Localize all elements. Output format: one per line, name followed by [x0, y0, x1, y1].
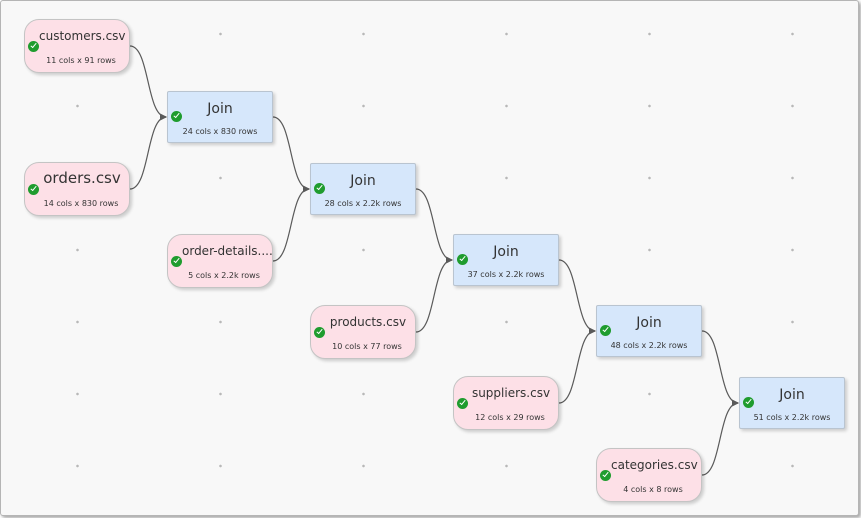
node-info: 4 cols x 8 rows: [623, 485, 683, 494]
node-orders-csv[interactable]: orders.csv 14 cols x 830 rows: [24, 162, 130, 216]
node-customers-csv[interactable]: customers.csv 11 cols x 91 rows: [24, 19, 130, 73]
node-title: Join: [207, 101, 233, 117]
node-title: products.csv: [329, 315, 407, 329]
node-title: Join: [636, 315, 662, 331]
node-info: 10 cols x 77 rows: [332, 342, 402, 351]
node-categories-csv[interactable]: categories.csv 4 cols x 8 rows: [596, 448, 702, 502]
node-info: 11 cols x 91 rows: [46, 56, 116, 65]
node-title: Join: [493, 244, 519, 260]
connection-join3-to-join4[interactable]: [558, 259, 596, 335]
node-join-3[interactable]: Join 37 cols x 2.2k rows: [453, 234, 559, 286]
node-order-details-csv[interactable]: order-details.... 5 cols x 2.2k rows: [167, 234, 273, 288]
node-info: 12 cols x 29 rows: [475, 413, 545, 422]
node-title: suppliers.csv: [471, 386, 551, 400]
check-icon: [600, 325, 611, 336]
node-info: 48 cols x 2.2k rows: [610, 341, 688, 350]
connection-suppliers-to-join4[interactable]: [558, 327, 596, 404]
node-title: order-details....: [182, 244, 272, 258]
connection-categories-to-join5[interactable]: [701, 399, 739, 476]
node-join-2[interactable]: Join 28 cols x 2.2k rows: [310, 163, 416, 215]
node-title: Join: [779, 387, 805, 403]
connection-customers-to-join1[interactable]: [129, 45, 167, 121]
check-icon: [28, 184, 39, 195]
node-info: 14 cols x 830 rows: [43, 199, 119, 208]
node-title: categories.csv: [611, 458, 698, 472]
check-icon: [314, 183, 325, 194]
check-icon: [171, 256, 182, 267]
connection-order_details-to-join2[interactable]: [272, 185, 310, 262]
check-icon: [314, 327, 325, 338]
node-products-csv[interactable]: products.csv 10 cols x 77 rows: [310, 305, 416, 359]
node-join-1[interactable]: Join 24 cols x 830 rows: [167, 91, 273, 143]
node-info: 51 cols x 2.2k rows: [753, 413, 831, 422]
check-icon: [171, 111, 182, 122]
connection-orders-to-join1[interactable]: [129, 113, 167, 190]
node-info: 37 cols x 2.2k rows: [467, 270, 545, 279]
node-title: Join: [350, 173, 376, 189]
node-suppliers-csv[interactable]: suppliers.csv 12 cols x 29 rows: [453, 376, 559, 430]
node-title: customers.csv: [39, 29, 126, 43]
check-icon: [600, 470, 611, 481]
node-join-4[interactable]: Join 48 cols x 2.2k rows: [596, 305, 702, 357]
connection-join4-to-join5[interactable]: [701, 330, 739, 407]
node-title: orders.csv: [43, 169, 121, 187]
connection-products-to-join3[interactable]: [415, 256, 453, 333]
check-icon: [457, 398, 468, 409]
node-info: 24 cols x 830 rows: [182, 127, 258, 136]
node-info: 28 cols x 2.2k rows: [324, 199, 402, 208]
check-icon: [457, 254, 468, 265]
check-icon: [28, 41, 39, 52]
node-info: 5 cols x 2.2k rows: [188, 271, 260, 280]
connection-join1-to-join2[interactable]: [272, 116, 310, 193]
connection-join2-to-join3[interactable]: [415, 188, 453, 264]
check-icon: [743, 397, 754, 408]
node-join-5[interactable]: Join 51 cols x 2.2k rows: [739, 377, 845, 429]
